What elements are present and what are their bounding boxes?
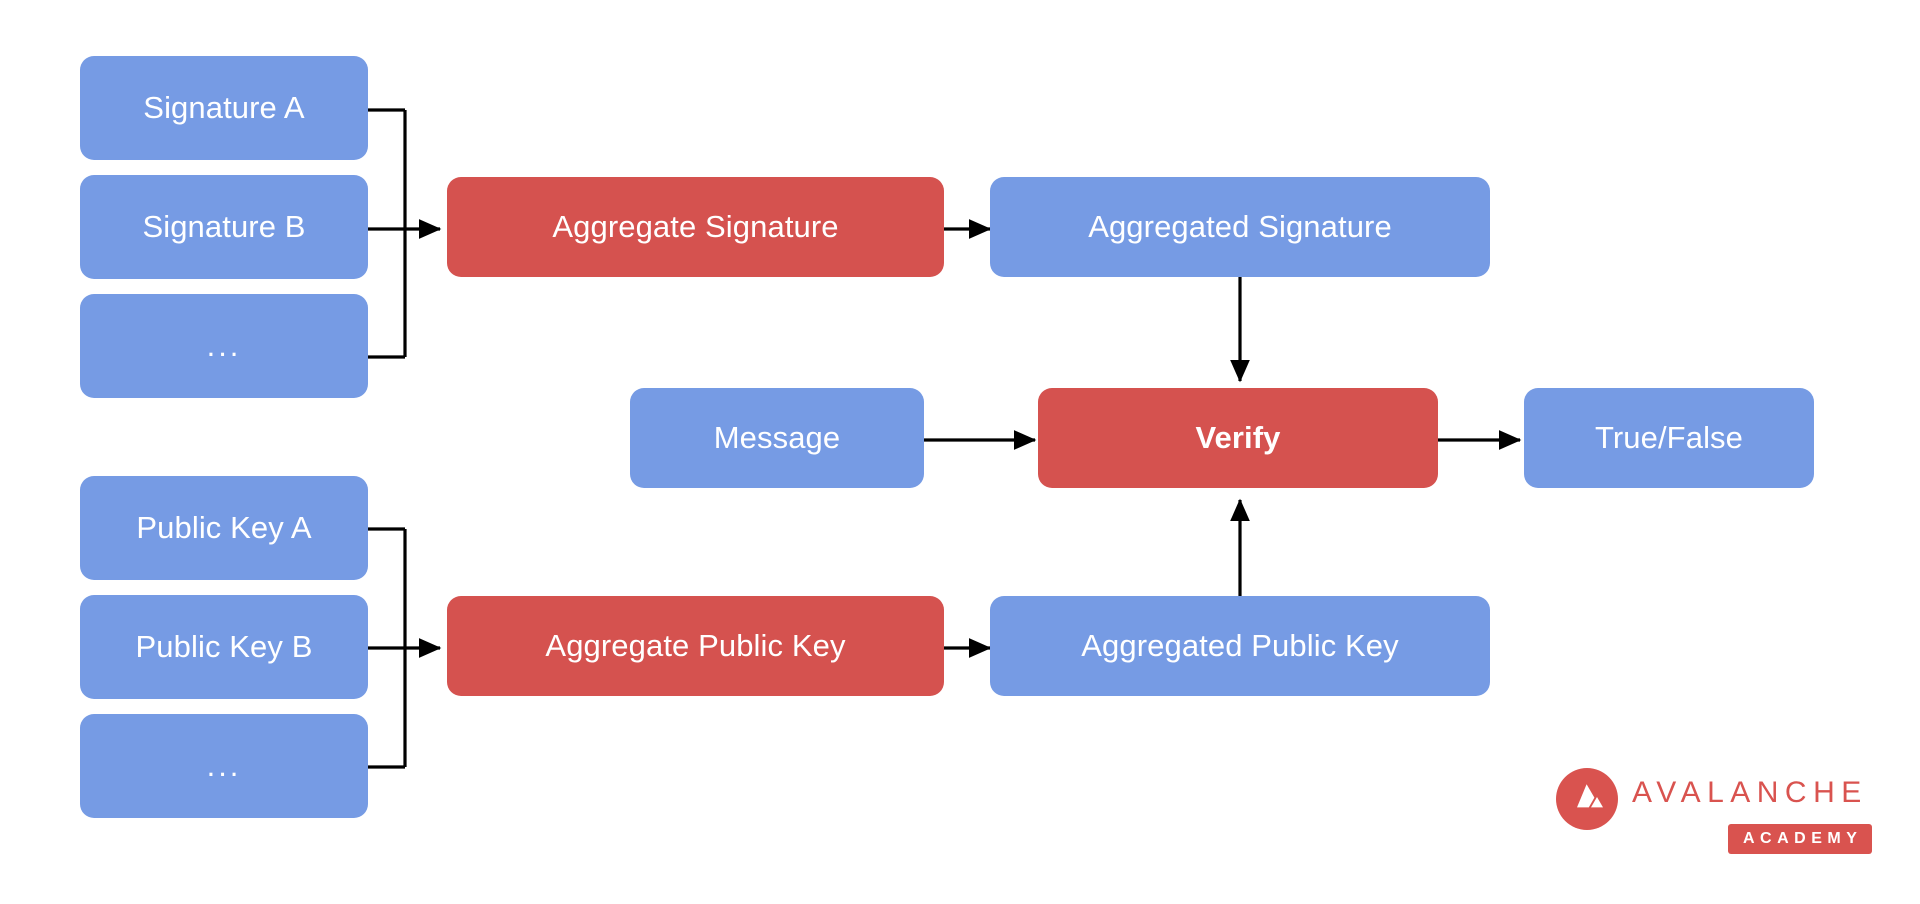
node-public-key-a-label: Public Key A [136, 510, 312, 546]
node-true-false-label: True/False [1594, 420, 1743, 456]
node-signature-b-label: Signature B [142, 209, 306, 245]
node-public-key-b[interactable]: Public Key B [80, 595, 368, 699]
node-true-false[interactable]: True/False [1524, 388, 1814, 488]
logo-academy-badge: ACADEMY [1728, 824, 1873, 854]
node-aggregate-signature[interactable]: Aggregate Signature [447, 177, 944, 277]
avalanche-mark-icon [1556, 768, 1618, 830]
node-signature-a-label: Signature A [143, 90, 305, 126]
node-aggregated-signature[interactable]: Aggregated Signature [990, 177, 1490, 277]
node-aggregate-public-key[interactable]: Aggregate Public Key [447, 596, 944, 696]
node-message[interactable]: Message [630, 388, 924, 488]
node-aggregated-public-key-label: Aggregated Public Key [1081, 628, 1399, 664]
node-signature-more[interactable]: ... [80, 294, 368, 398]
node-signature-more-label: ... [206, 328, 242, 364]
node-signature-b[interactable]: Signature B [80, 175, 368, 279]
node-verify-label: Verify [1195, 420, 1281, 456]
node-aggregate-signature-label: Aggregate Signature [552, 209, 839, 245]
node-aggregated-signature-label: Aggregated Signature [1088, 209, 1392, 245]
node-public-key-more-label: ... [206, 748, 242, 784]
node-message-label: Message [713, 420, 841, 456]
logo-wordmark: AVALANCHE [1632, 776, 1868, 809]
avalanche-academy-logo: AVALANCHE ACADEMY [1556, 766, 1876, 862]
node-signature-a[interactable]: Signature A [80, 56, 368, 160]
node-aggregated-public-key[interactable]: Aggregated Public Key [990, 596, 1490, 696]
node-aggregate-public-key-label: Aggregate Public Key [545, 628, 846, 664]
node-public-key-b-label: Public Key B [135, 629, 313, 665]
node-public-key-a[interactable]: Public Key A [80, 476, 368, 580]
node-verify[interactable]: Verify [1038, 388, 1438, 488]
node-public-key-more[interactable]: ... [80, 714, 368, 818]
